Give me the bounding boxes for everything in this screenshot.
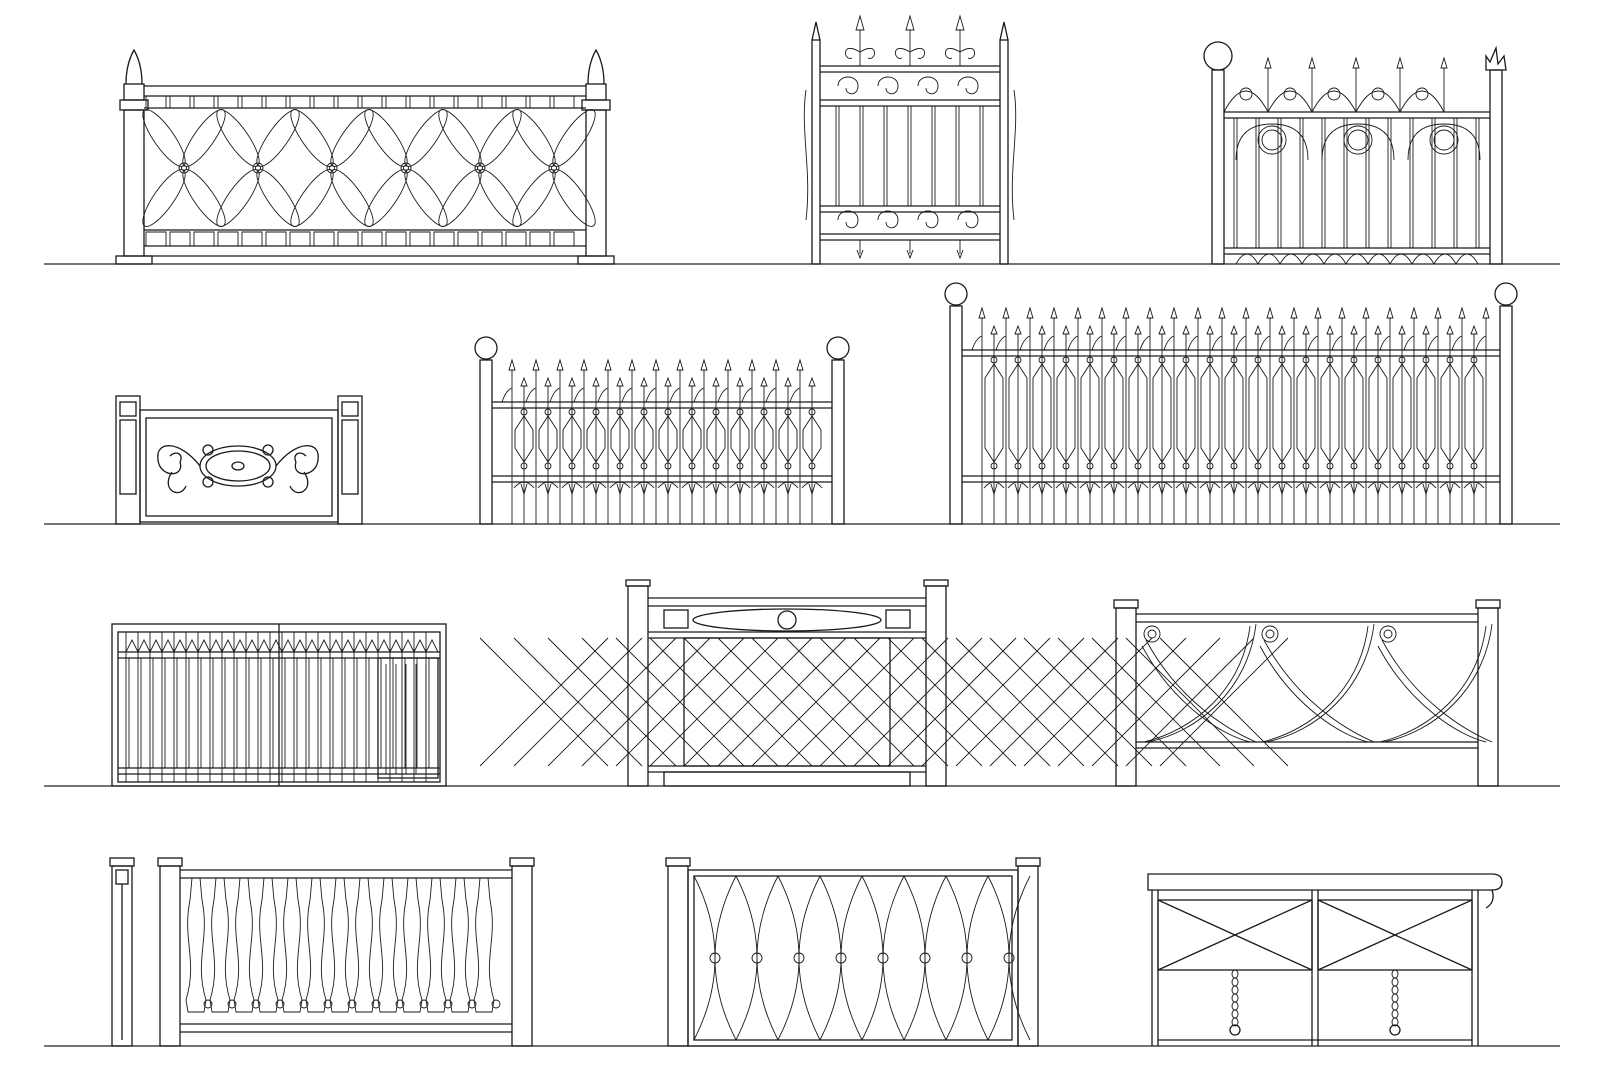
fence-pattern-crossed-ovals bbox=[115, 48, 615, 265]
fence-pattern-spear-gate-scrolls bbox=[803, 14, 1017, 265]
fence-pattern-baluster-panel bbox=[109, 857, 535, 1047]
fence-pattern-interlocking-arcs bbox=[665, 857, 1041, 1047]
fence-pattern-x-brace-chains bbox=[1147, 873, 1503, 1046]
fence-pattern-sickle-curves bbox=[1113, 599, 1501, 787]
fence-pattern-arched-spear-rings bbox=[1203, 41, 1507, 265]
fence-pattern-diamond-lattice bbox=[479, 579, 1289, 787]
fence-pattern-ball-post-spear-short bbox=[474, 336, 850, 525]
fence-pattern-ball-post-spear-long bbox=[944, 282, 1518, 525]
fence-pattern-vertical-bar-gate bbox=[111, 623, 447, 787]
fence-pattern-heart-scroll-panel bbox=[115, 395, 363, 525]
